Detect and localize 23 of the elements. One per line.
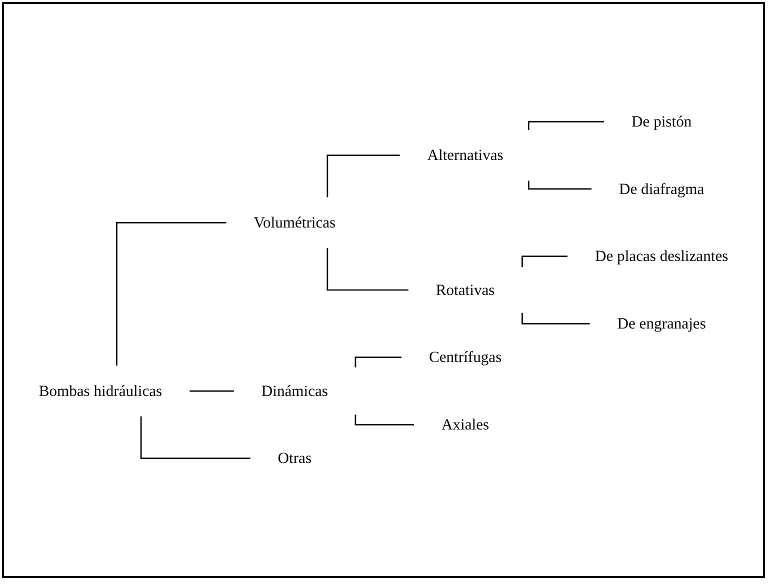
node-text: De diafragma — [618, 180, 704, 198]
node-text: De engranajes — [617, 314, 706, 332]
connector — [326, 154, 400, 198]
connector — [522, 256, 568, 268]
connector — [326, 248, 408, 291]
connector — [354, 414, 414, 426]
connector — [116, 222, 226, 366]
connector — [140, 416, 250, 460]
node-text: Centrífugas — [428, 348, 502, 366]
node-text: Bombas hidráulicas — [38, 382, 162, 400]
node-text: De pistón — [632, 112, 692, 130]
connector — [188, 390, 234, 392]
connector — [522, 312, 590, 324]
node-text: Alternativas — [427, 146, 504, 164]
connector — [528, 180, 592, 190]
node-text: Dinámicas — [261, 382, 328, 400]
node-text: Rotativas — [436, 281, 495, 298]
node-text: Axiales — [442, 416, 490, 434]
node-text: De placas deslizantes — [594, 247, 728, 265]
connector — [354, 356, 402, 368]
connector — [528, 120, 604, 130]
node-text: Volumétricas — [254, 214, 336, 232]
node-text: Otras — [278, 449, 312, 467]
